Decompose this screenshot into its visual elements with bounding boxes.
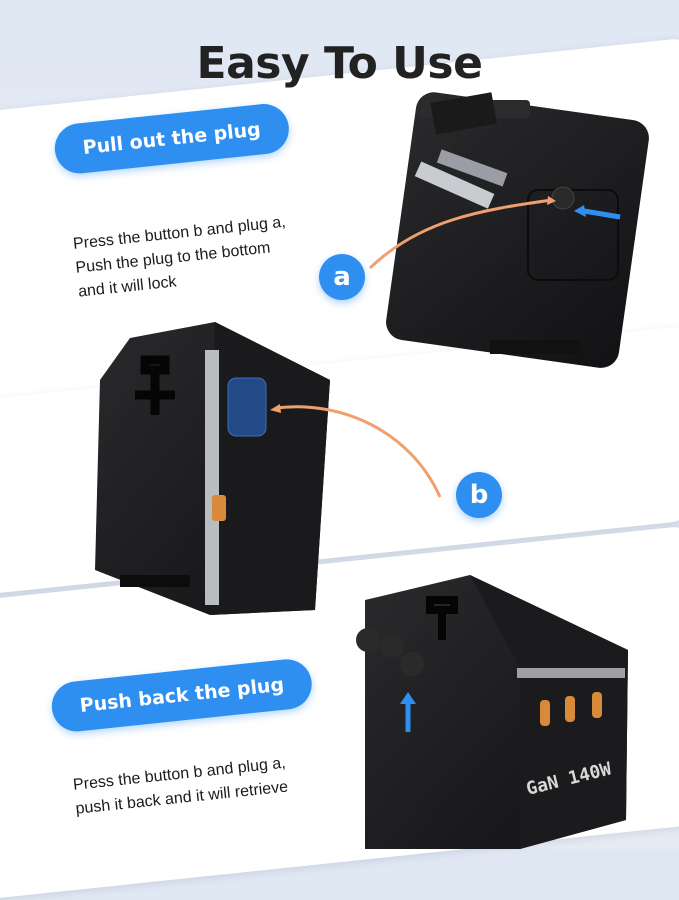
- adapter-device-middle: [95, 322, 330, 615]
- marker-b-badge: b: [456, 472, 502, 518]
- arrow-a-head: [547, 196, 556, 205]
- arrow-b-head: [270, 404, 281, 413]
- device-illustrations: GaN 140W: [95, 92, 649, 849]
- adapter-device-top: [386, 92, 649, 368]
- adapter-device-bottom: GaN 140W: [356, 575, 628, 849]
- press-arrow-top: [583, 208, 621, 220]
- page-title: Easy To Use: [196, 38, 483, 89]
- arrow-b: [275, 405, 442, 498]
- press-arrow-bottom-head: [400, 692, 416, 704]
- marker-a-badge: a: [319, 254, 365, 300]
- arrow-a: [368, 198, 553, 270]
- press-arrow-top-head: [574, 205, 586, 217]
